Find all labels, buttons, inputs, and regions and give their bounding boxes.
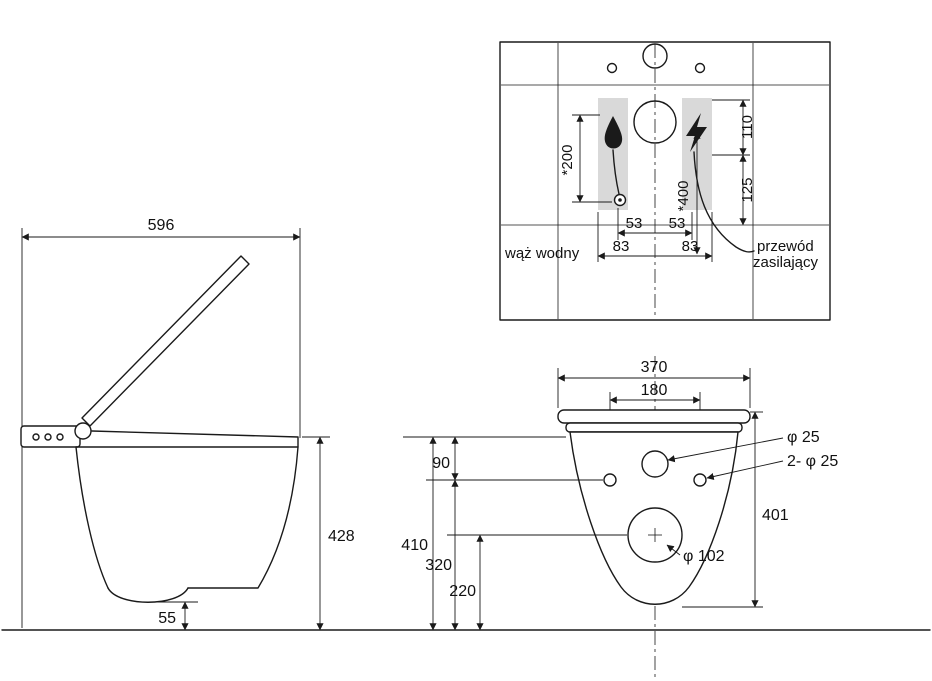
lid-top-view <box>557 409 751 424</box>
inset-frame <box>499 41 831 321</box>
side-view: 596 428 55 <box>20 217 355 631</box>
panel-button-icon <box>56 433 64 441</box>
top-fixing-hole <box>642 43 668 69</box>
seat-profile <box>75 430 299 448</box>
leader-dia2x25 <box>706 460 784 481</box>
dim-label-596: 596 <box>148 217 175 234</box>
bowl-profile <box>75 446 109 589</box>
dim-label-180: 180 <box>641 382 668 399</box>
callout-dia102: φ 102 <box>683 548 725 565</box>
panel-button-icon <box>44 433 52 441</box>
bowl-rear-outline <box>569 431 739 605</box>
dim-label-55: 55 <box>158 610 176 627</box>
leader-dia102 <box>666 544 681 556</box>
small-fixing-hole <box>606 62 618 74</box>
dim-label-125: 125 <box>739 177 756 202</box>
supply-hole <box>641 450 669 478</box>
callout-dia2x25: 2- φ 25 <box>787 453 838 470</box>
fixing-hole-left <box>603 473 617 487</box>
seat-rim-view <box>565 422 743 433</box>
fixing-hole-right <box>693 473 707 487</box>
dim-label-83-left: 83 <box>613 238 630 255</box>
bowl-bottom <box>187 446 299 589</box>
hose-valve-center <box>618 198 622 202</box>
dim-label-401: 401 <box>762 507 789 524</box>
dim-label-370: 370 <box>641 359 668 376</box>
drain-hole <box>633 100 677 144</box>
dim-label-53-right: 53 <box>669 215 686 232</box>
dim-label-410: 410 <box>401 537 428 554</box>
dim-label-320: 320 <box>425 557 452 574</box>
water-hose <box>612 149 620 195</box>
dim-label-110: 110 <box>739 115 756 139</box>
dim-label-428: 428 <box>328 528 355 545</box>
power-cord-label-line1: przewód <box>757 238 814 255</box>
dim-label-200: *200 <box>559 145 576 176</box>
callout-dia25: φ 25 <box>787 429 820 446</box>
drain-hole-rear <box>627 507 683 563</box>
power-cord-label-line2: zasilający <box>753 254 819 271</box>
dim-label-90: 90 <box>432 455 450 472</box>
dim-label-83-right: 83 <box>682 238 699 255</box>
rear-view: 370 180 90 410 320 220 401 <box>401 356 838 679</box>
dim-label-400: *400 <box>675 181 692 212</box>
small-fixing-hole <box>694 62 706 74</box>
dim-label-220: 220 <box>449 583 476 600</box>
installation-inset: *200 *400 110 125 53 53 83 83 wąż wodny … <box>499 41 831 321</box>
water-hose-label: wąż wodny <box>504 245 580 262</box>
open-lid <box>81 255 250 427</box>
leader-dia25 <box>667 437 784 463</box>
dim-label-53-left: 53 <box>626 215 643 232</box>
trap-outlet-arc <box>107 587 189 603</box>
panel-button-icon <box>32 433 40 441</box>
lid-hinge <box>74 422 92 440</box>
water-drop-icon <box>604 116 623 149</box>
